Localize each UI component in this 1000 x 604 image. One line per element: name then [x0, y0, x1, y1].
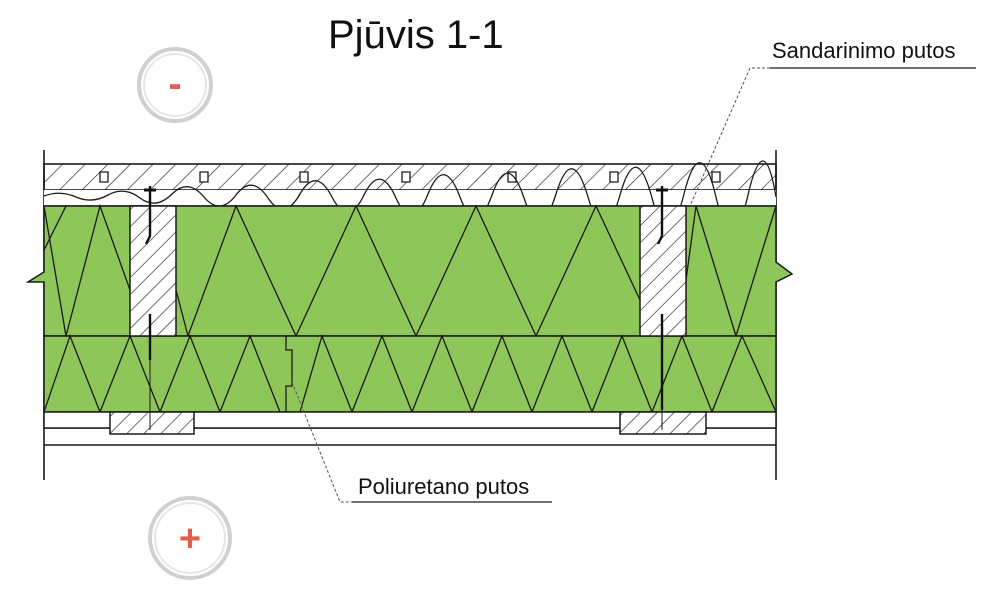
interior-board	[43, 411, 777, 429]
battens	[109, 411, 707, 435]
drawing-title: Pjūvis 1-1	[328, 13, 504, 57]
plus-sign: +	[179, 518, 201, 560]
interior-side-marker: +	[148, 496, 232, 580]
exterior-cladding	[43, 163, 777, 191]
screw-axis-lines	[149, 360, 663, 430]
exterior-side-marker: -	[137, 47, 213, 123]
sealing-foam-callout: Sandarinimo putos	[689, 38, 976, 207]
sealing-foam-label: Sandarinimo putos	[772, 38, 955, 63]
polyurethane-foam-label: Poliuretano putos	[358, 474, 529, 499]
insulation-layer-lower	[43, 333, 777, 414]
polyurethane-foam-callout: Poliuretano putos	[291, 381, 552, 503]
timber-stud-left	[129, 205, 177, 337]
minus-sign: -	[168, 62, 181, 106]
fasteners	[144, 186, 668, 410]
